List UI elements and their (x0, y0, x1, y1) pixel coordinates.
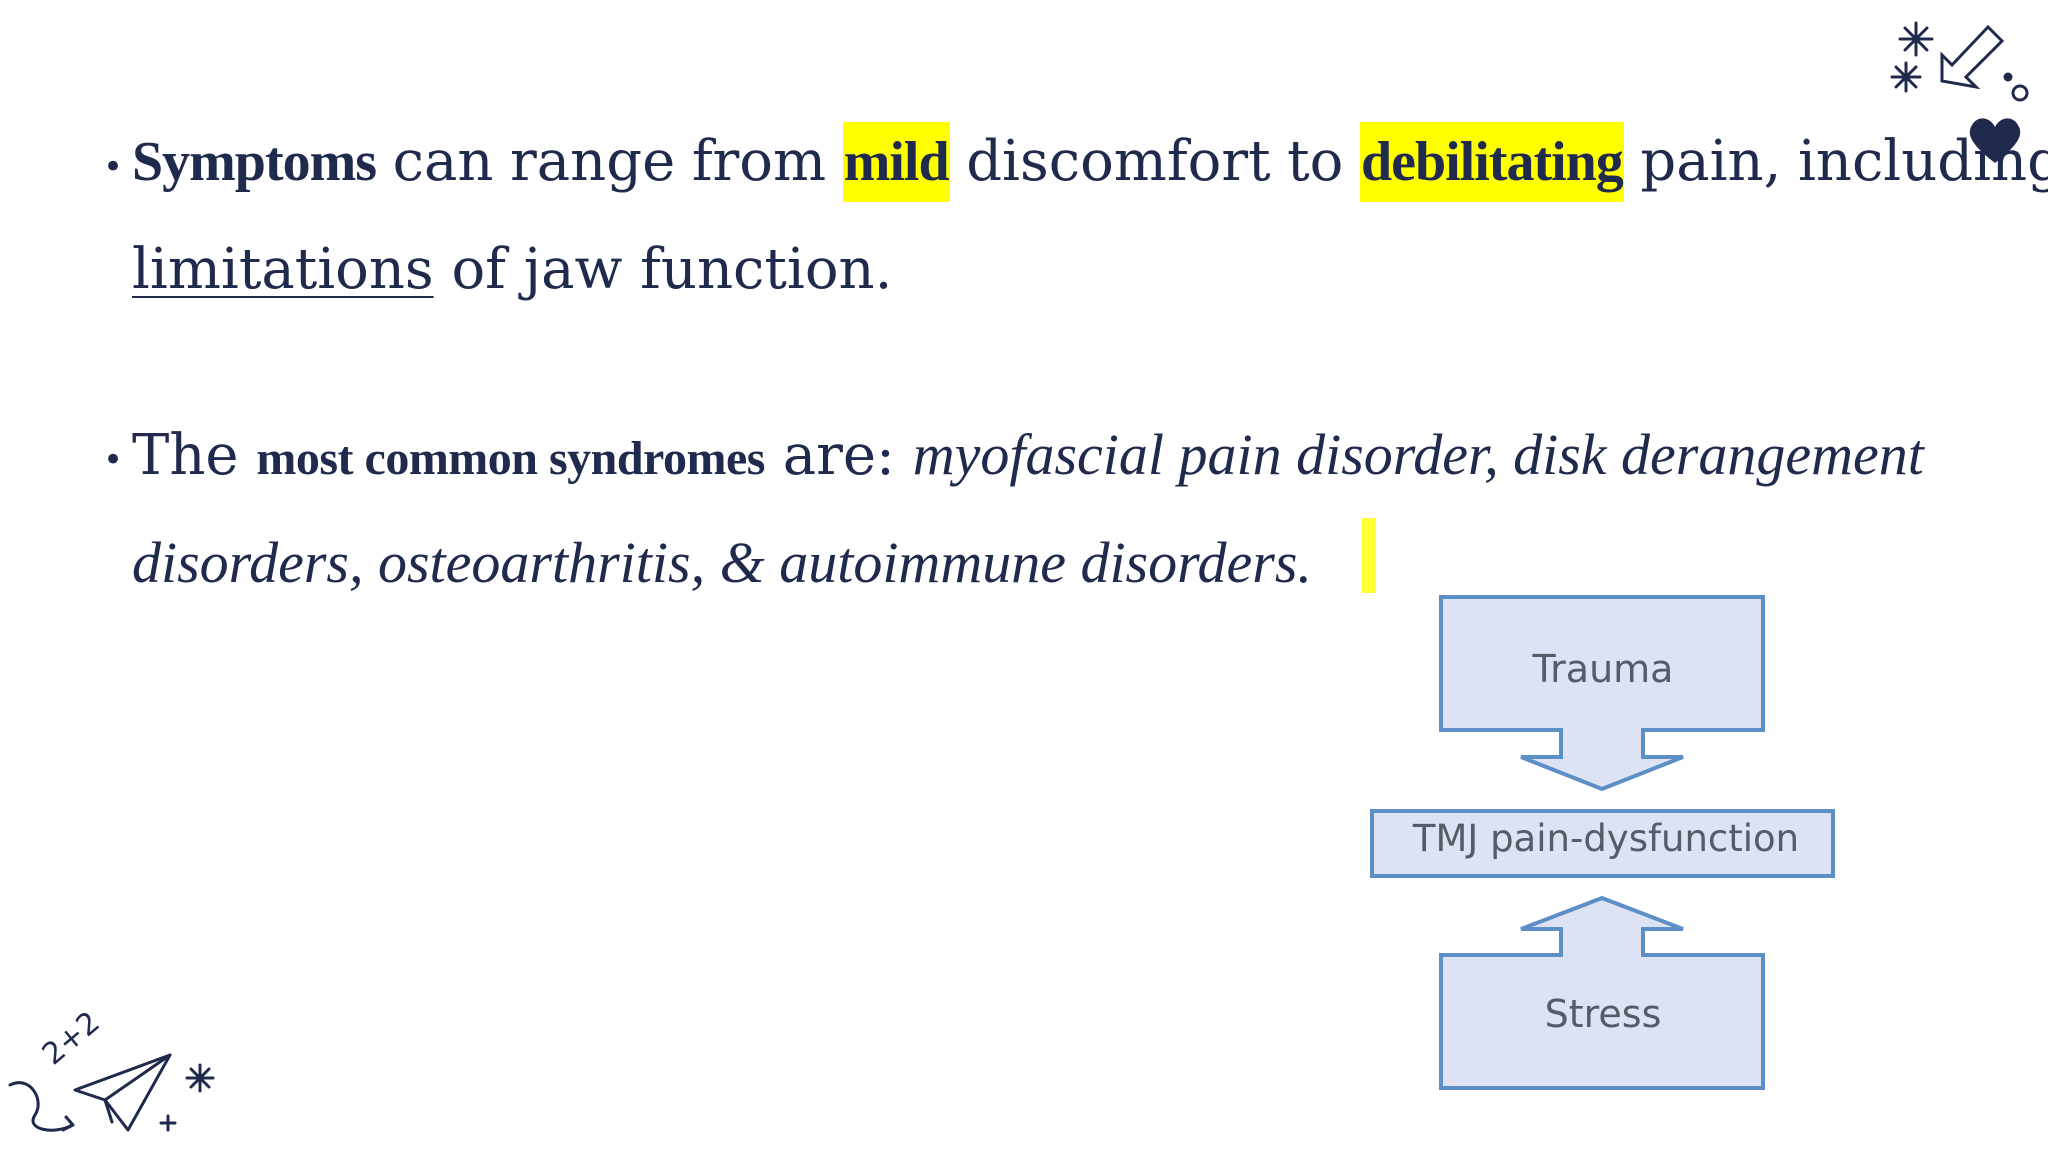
are-text: are: (764, 423, 913, 488)
bottom-left-doodles: 2+2 (8, 1005, 215, 1132)
swirl-line (8, 1081, 74, 1132)
syndrome-list-2: disorders, osteoarthritis, & autoimmune … (132, 530, 1312, 595)
dot-icon (2003, 72, 2013, 82)
word: range (510, 129, 676, 194)
word: discomfort (966, 129, 1271, 194)
sparkle-icon (1890, 61, 1922, 93)
text-cursor (1362, 518, 1376, 593)
sparkle-icon (159, 1114, 177, 1132)
stress-arrow-box (1439, 895, 1765, 1090)
word: from (691, 129, 827, 194)
bullet-2-line-1: The most common syndromes are: myofascia… (132, 415, 2048, 499)
bullet-dot: • (103, 147, 124, 187)
word: can (392, 129, 494, 194)
heart-icon (1969, 118, 2021, 163)
trauma-label: Trauma (1532, 647, 1674, 691)
highlight-mild: mild (842, 122, 950, 202)
dot-icon (2011, 84, 2029, 102)
highlight-debilitating: debilitating (1359, 122, 1624, 202)
sparkle-icon (1898, 21, 1934, 57)
bullet-2-line-2: disorders, osteoarthritis, & autoimmune … (132, 523, 1312, 604)
bullet-1-line-1: Symptoms can range from mild discomfort … (132, 122, 2048, 202)
diagram-shapes (1370, 595, 1835, 1090)
syndrome-list-1: myofascial pain disorder, disk derangeme… (912, 422, 1924, 487)
trauma-arrow-box (1439, 595, 1765, 792)
stress-label: Stress (1544, 992, 1662, 1036)
tmj-diagram: Trauma TMJ pain-dysfunction Stress (1368, 592, 1844, 1097)
math-doodle: 2+2 (36, 1005, 107, 1073)
word: to (1287, 129, 1344, 194)
most-common-syndromes: most common syndromes (256, 432, 765, 485)
line-rest: of jaw function. (433, 237, 893, 302)
symptoms-word: Symptoms (132, 131, 377, 193)
swirl-arrowhead (61, 1115, 75, 1132)
tmj-label: TMJ pain-dysfunction (1412, 817, 1800, 860)
intro-text: The (132, 423, 257, 488)
word: pain, (1640, 129, 1782, 194)
underlined-limitations: limitations (132, 237, 434, 302)
arrow-icon (1940, 24, 2005, 90)
bullet-dot: • (103, 440, 124, 480)
bullet-1-line-2: limitations of jaw function. (132, 230, 892, 310)
top-right-doodles (1890, 21, 2029, 163)
tmj-box (1370, 809, 1835, 878)
sparkle-icon (185, 1063, 215, 1093)
paper-plane-icon (73, 1053, 172, 1132)
